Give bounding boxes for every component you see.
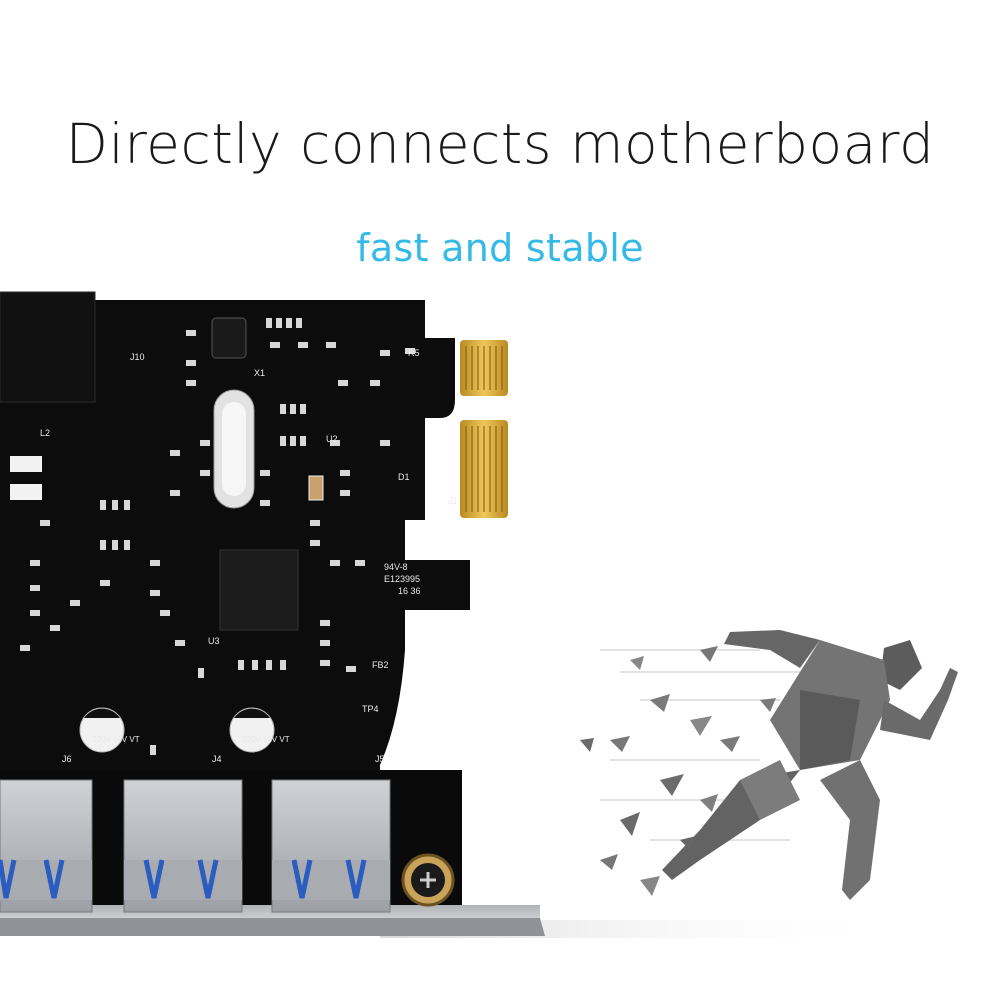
- label-j1: J1: [448, 496, 458, 506]
- runner-figure: [580, 630, 958, 900]
- pcb: [0, 292, 470, 790]
- subline: fast and stable: [356, 226, 644, 270]
- fuse: [308, 475, 324, 501]
- capacitor-right-rating: 220V 16V VT: [242, 735, 290, 744]
- label-j4: J4: [212, 754, 222, 764]
- capacitor-right: 220V 16V VT: [229, 707, 290, 753]
- usb-port: [0, 779, 93, 913]
- label-j5: J5: [375, 754, 385, 764]
- pad: [10, 484, 42, 500]
- pcie-card: 220V 16V VT 220V 16V VT J6 J4 J5 94V-8 E…: [0, 291, 508, 790]
- label-cert: E123995: [384, 574, 420, 584]
- smd-components: [20, 318, 415, 755]
- usb-port: [271, 779, 391, 913]
- pin-header: [0, 291, 96, 403]
- power-connector: [401, 853, 455, 907]
- label-j10: J10: [130, 352, 145, 362]
- label-x1: X1: [254, 368, 265, 378]
- label-j6: J6: [62, 754, 72, 764]
- label-fb2: FB2: [372, 660, 389, 670]
- label-tp4: TP4: [362, 704, 379, 714]
- crystal-highlight: [222, 402, 246, 496]
- label-u2: U2: [326, 434, 338, 444]
- headline: Directly connects motherboard: [65, 112, 935, 176]
- small-ic: [211, 317, 247, 359]
- label-fr4: 94V-8: [384, 562, 408, 572]
- label-d1: D1: [398, 472, 410, 482]
- label-r5: R5: [408, 348, 420, 358]
- capacitor-left-rating: 220V 16V VT: [92, 735, 140, 744]
- label-date: 16 36: [398, 586, 421, 596]
- label-l2: L2: [40, 428, 50, 438]
- usb-port: [123, 779, 243, 913]
- pad: [10, 456, 42, 472]
- capacitor-left: 220V 16V VT: [79, 707, 140, 753]
- speed-lines: [600, 649, 800, 841]
- label-u3: U3: [208, 636, 220, 646]
- controller-chip: [219, 549, 299, 631]
